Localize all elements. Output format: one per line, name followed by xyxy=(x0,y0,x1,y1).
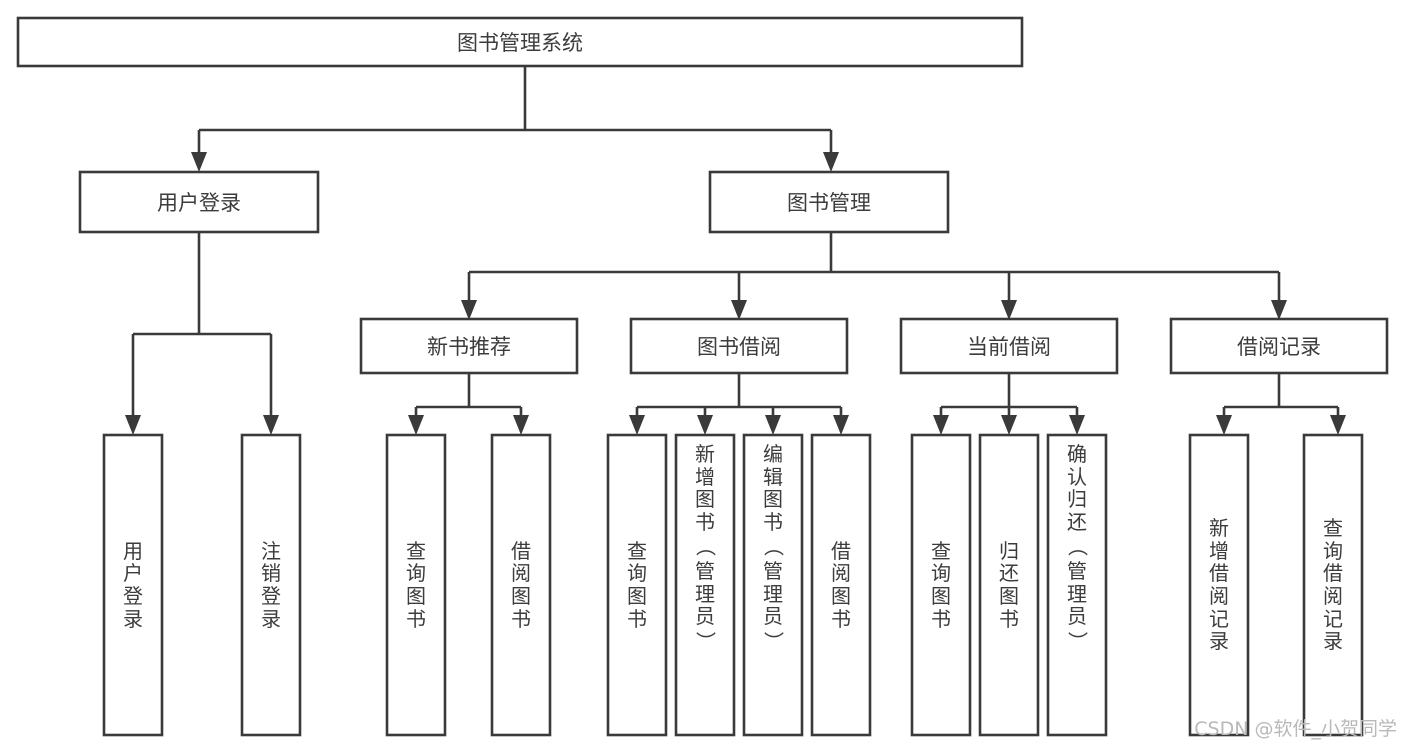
node-book-borrow-box[interactable] xyxy=(629,317,849,375)
leaf-box-confirm-return-admin[interactable] xyxy=(1046,433,1108,737)
connector-book-borrow-to-leaves xyxy=(629,373,849,435)
node-root-label: 图书管理系统 xyxy=(457,31,583,55)
leaf-box-user-login[interactable] xyxy=(102,433,164,737)
leaf-box-logout[interactable] xyxy=(240,433,302,737)
connector-current-borrow-to-leaves xyxy=(933,373,1085,435)
node-current-borrow-label: 当前借阅 xyxy=(967,335,1051,359)
leaf-box-return-book[interactable] xyxy=(978,433,1040,737)
leaf-box-borrow-book[interactable] xyxy=(810,433,872,737)
node-root-box[interactable] xyxy=(16,16,1024,68)
node-book-borrow-label: 图书借阅 xyxy=(697,335,781,359)
connector-root-to-level2 xyxy=(191,66,839,172)
connector-book-mgmt-to-submodules xyxy=(461,232,1287,320)
leaf-box-query-borrow-record[interactable] xyxy=(1302,433,1364,737)
node-borrow-record-label: 借阅记录 xyxy=(1237,335,1321,359)
leaf-box-query-book-rec[interactable] xyxy=(385,433,447,737)
leaf-box-add-borrow-record[interactable] xyxy=(1188,433,1250,737)
node-book-management-label: 图书管理 xyxy=(787,191,871,215)
connector-new-book-rec-to-leaves xyxy=(408,373,529,435)
node-borrow-record-box[interactable] xyxy=(1169,317,1389,375)
leaf-box-borrow-book-rec[interactable] xyxy=(490,433,552,737)
node-new-book-recommend-label: 新书推荐 xyxy=(427,335,511,359)
leaf-box-query-book-borrow[interactable] xyxy=(606,433,668,737)
node-user-login-box[interactable] xyxy=(78,170,320,234)
leaf-box-edit-book-admin[interactable] xyxy=(742,433,804,737)
leaf-box-add-book-admin[interactable] xyxy=(674,433,736,737)
node-current-borrow-box[interactable] xyxy=(899,317,1119,375)
connector-borrow-record-to-leaves xyxy=(1216,373,1346,435)
node-user-login-label: 用户登录 xyxy=(157,191,241,215)
connector-user-login-to-leaves xyxy=(125,232,279,435)
node-new-book-recommend-box[interactable] xyxy=(359,317,579,375)
leaf-box-query-book-current[interactable] xyxy=(910,433,972,737)
node-book-management-box[interactable] xyxy=(708,170,950,234)
